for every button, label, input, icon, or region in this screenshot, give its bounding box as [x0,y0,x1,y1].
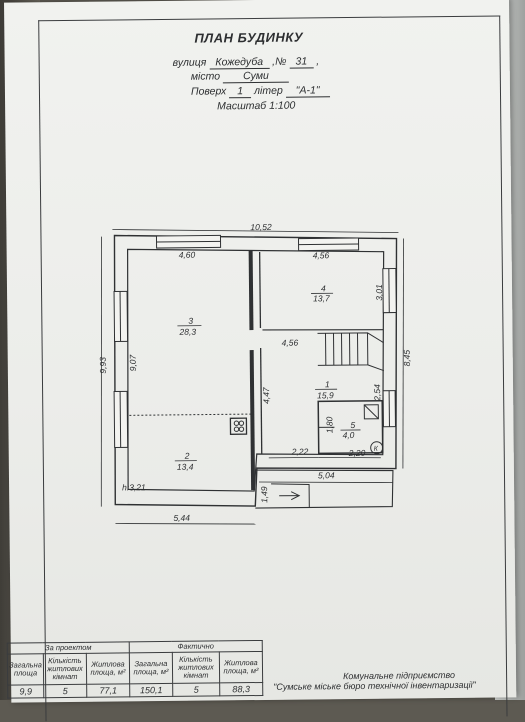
room-number: 5 [350,420,355,430]
room-area: 13,4 [177,462,194,472]
floor-plan: 10,52 4,60 4,56 4,56 9,93 9,07 3,01 8,45… [4,0,516,643]
room-1: 1 15,9 [315,379,337,400]
col-total: Загальна площа, м² [129,652,172,683]
dim-right-upper: 3,01 [374,284,384,301]
room-number: 1 [325,379,330,389]
dim-bottom-width: 5,44 [173,513,190,523]
room-4: 4 13,7 [311,283,333,303]
room-3: 3 28,3 [177,316,201,337]
ceiling-height: h:3,21 [122,482,146,492]
dim-stair-width: 4,56 [282,338,299,348]
project-living: 77,1 [87,684,130,697]
room-number: 3 [188,316,193,326]
dim-room4-width: 4,56 [313,250,330,260]
dim-bath-height: 1,80 [324,416,334,433]
dim-left-inner: 9,07 [128,354,138,371]
boiler-label: К [374,446,379,453]
actual-living: 88,3 [220,682,263,695]
actual-total: 150,1 [130,683,173,696]
dim-right-outer: 8,45 [402,350,412,367]
project-total: 9,9 [8,685,44,698]
dim-porch-width: 5,04 [318,470,335,480]
dim-wall-mid: 4,47 [261,387,271,404]
summary-table: За проектом Фактично Загальна площа Кіль… [7,640,268,703]
document-sheet: ПЛАН БУДИНКУ вулиця Кожедуба ,№ 31 , міс… [4,0,516,703]
dim-porch-height: 1,49 [259,486,269,503]
room-area: 15,9 [317,390,334,400]
dim-left-outer: 9,93 [98,357,108,374]
dim-hall-width: 2,22 [291,446,309,456]
organization-block: Комунальне підприємство "Сумське міське … [273,670,476,692]
dim-total-width: 10,52 [250,222,272,232]
col-total-cut: Загальна площа [7,654,43,685]
dim-room3-width: 4,60 [179,250,196,260]
project-rooms: 5 [44,684,87,697]
room-number: 4 [321,283,326,293]
room-number: 2 [184,451,190,461]
dim-bath-width: 2,20 [348,448,366,458]
room-area: 28,3 [178,327,196,337]
room-2: 2 13,4 [175,451,197,472]
col-living: Житлова площа, м² [86,653,129,684]
dim-right-lower: 2,54 [372,384,382,402]
col-living-actual: Житлова площа, м² [219,651,262,682]
actual-rooms: 5 [173,683,220,696]
org-line-2: "Сумське міське бюро технічної інвентари… [273,680,476,692]
room-area: 13,7 [313,293,330,303]
room-area: 4,0 [343,430,355,440]
col-rooms-actual: Кількість житлових кімнат [172,652,219,683]
col-rooms: Кількість житлових кімнат [43,653,86,684]
room-5: 5 4,0 [340,420,360,440]
